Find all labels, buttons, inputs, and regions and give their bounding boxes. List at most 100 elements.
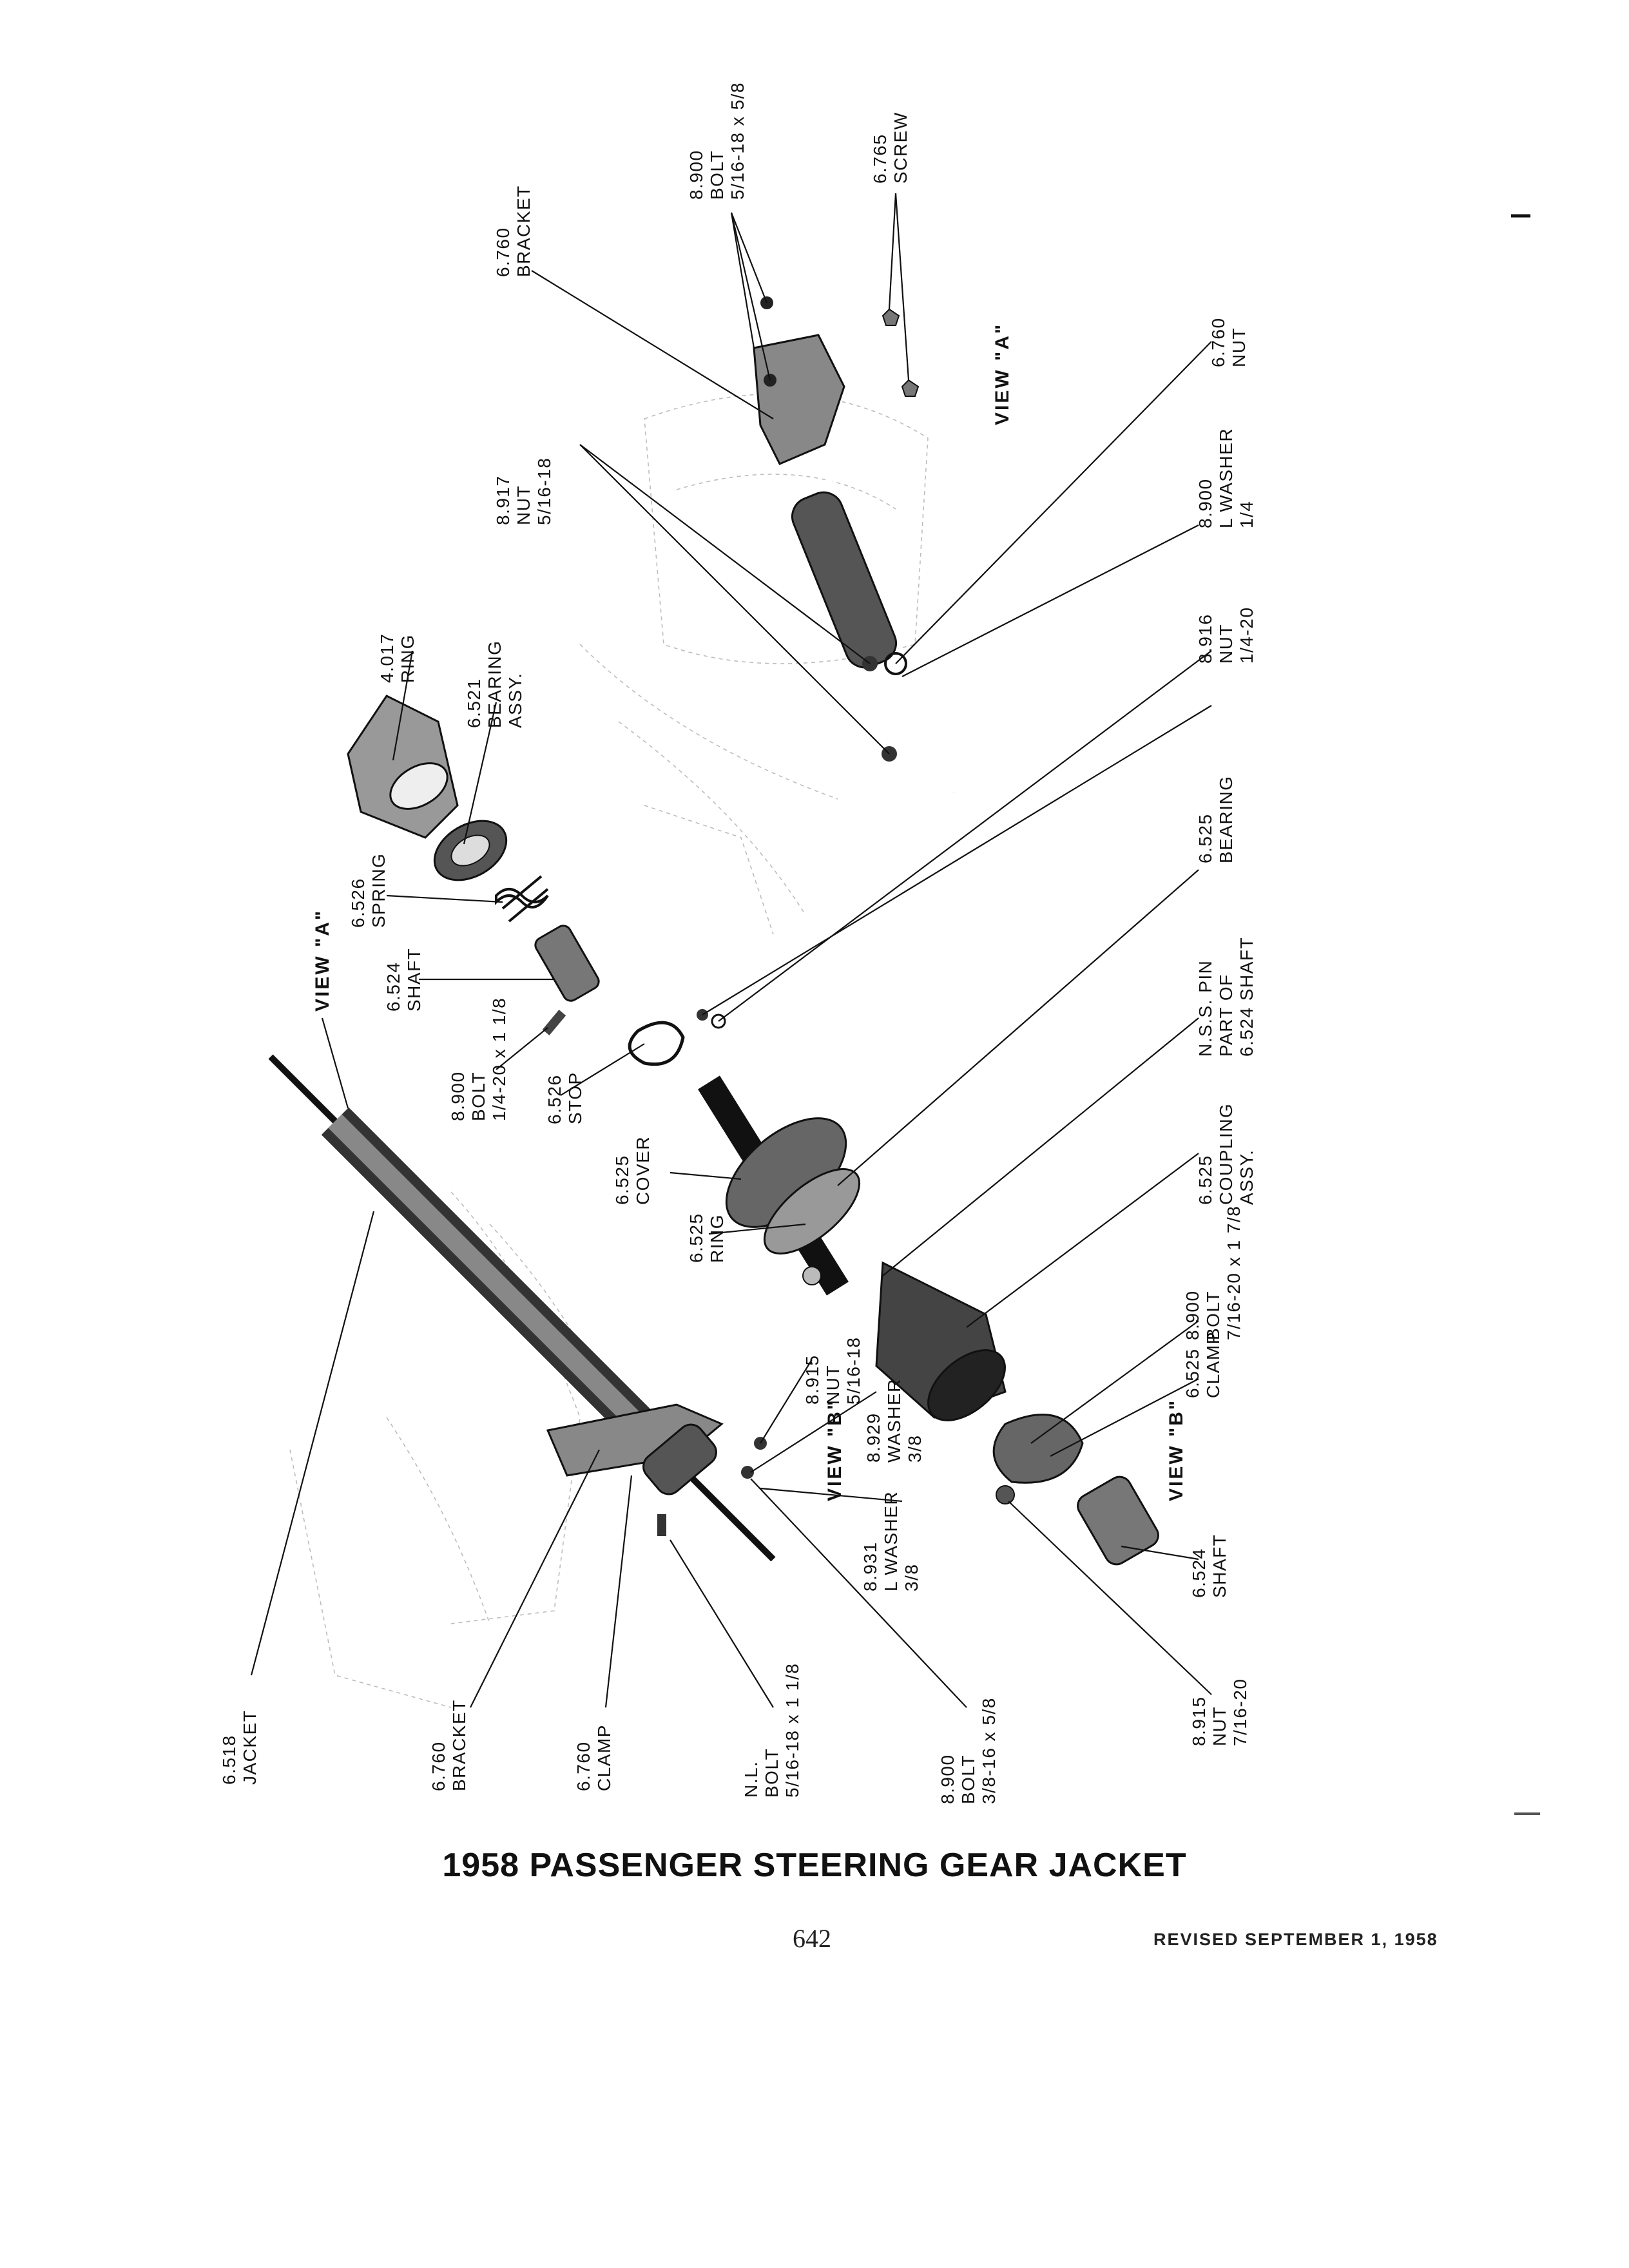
shaft-short-part [534,925,600,1002]
8929-washer-label: 8.929 WASHER 3/8 [863,1378,925,1463]
6521-bearing-label: 6.521 BEARING ASSY. [464,640,525,728]
svg-text:PART OF: PART OF [1216,974,1236,1057]
svg-text:CLAMP: CLAMP [1203,1331,1223,1398]
svg-text:6.525: 6.525 [686,1213,706,1263]
8900-bolt-top-label: 8.900 BOLT 1/4-20 x 1 1/8 [448,997,509,1121]
svg-text:6.526: 6.526 [545,1074,564,1124]
6525-bearing-label: 6.525 BEARING [1195,775,1236,863]
svg-text:BOLT: BOLT [958,1754,978,1804]
8931-lwasher-label: 8.931 L WASHER 3/8 [860,1491,921,1591]
6525-cover-label: 6.525 COVER [612,1136,653,1205]
lower-assembly [268,1054,776,1562]
svg-text:6.760: 6.760 [574,1741,593,1791]
a-8900-lwasher-label: 8.900 L WASHER 1/4 [1195,428,1257,528]
page-title: 1958 PASSENGER STEERING GEAR JACKET [442,1847,1187,1884]
svg-text:BEARING: BEARING [1216,775,1236,863]
coupling-parts [698,1075,1159,1566]
6526-spring-label: 6.526 SPRING [348,853,389,928]
svg-text:BOLT: BOLT [468,1072,488,1121]
svg-text:BEARING: BEARING [485,640,505,728]
svg-text:8.931: 8.931 [860,1541,880,1591]
revised-date: REVISED SEPTEMBER 1, 1958 [1153,1930,1438,1949]
svg-text:SHAFT: SHAFT [404,948,424,1012]
svg-text:COVER: COVER [633,1136,653,1205]
svg-text:NUT: NUT [514,485,534,525]
6525-coupling-label: 6.525 COUPLING ASSY. [1195,1103,1257,1205]
jacket-tube-upper [791,491,897,669]
svg-text:3/8-16 x 5/8: 3/8-16 x 5/8 [979,1697,999,1804]
a-6765-screw-label: 6.765 SCREW [870,111,911,184]
svg-text:6.526: 6.526 [348,878,368,928]
svg-text:8.900: 8.900 [448,1071,468,1121]
svg-text:SPRING: SPRING [369,853,389,928]
8900-bolt-716-label: 8.900 BOLT 7/16-20 x 1 7/8 [1182,1206,1244,1340]
6525-clamp-label: 6.525 CLAMP [1182,1331,1223,1398]
svg-text:RING: RING [707,1214,727,1263]
a-6760-bracket-label: 6.760 BRACKET [493,185,534,277]
svg-text:6.525: 6.525 [1195,813,1215,863]
8900-bolt-38-label: 8.900 BOLT 3/8-16 x 5/8 [938,1697,999,1804]
svg-text:NUT: NUT [1229,327,1249,367]
svg-text:8.915: 8.915 [802,1354,822,1405]
svg-text:BOLT: BOLT [1203,1291,1223,1340]
ghost-outlines [289,393,929,1708]
svg-text:8.900: 8.900 [686,149,706,200]
svg-text:8.917: 8.917 [493,475,513,525]
svg-text:6.524 SHAFT: 6.524 SHAFT [1237,937,1257,1057]
svg-text:BRACKET: BRACKET [449,1699,469,1791]
shaft-b-part [1077,1475,1159,1566]
8915-nut-516-label: 8.915 NUT 5/16-18 [802,1337,863,1405]
svg-text:5/16-18: 5/16-18 [843,1337,863,1405]
svg-text:6.524: 6.524 [1189,1548,1209,1598]
svg-text:JACKET: JACKET [240,1710,260,1785]
svg-text:7/16-20 x 1 7/8: 7/16-20 x 1 7/8 [1224,1206,1244,1340]
svg-text:6.525: 6.525 [1182,1348,1202,1398]
6518-jacket-label: 6.518 JACKET [219,1710,260,1785]
svg-text:6.525: 6.525 [1195,1155,1215,1205]
6525-ring-label: 6.525 RING [686,1213,727,1263]
view-b-label-left: VIEW "B" [824,1399,845,1501]
svg-text:L WASHER: L WASHER [1216,428,1236,528]
svg-text:6.524: 6.524 [383,961,403,1012]
svg-text:8.916: 8.916 [1195,613,1215,664]
a-6760-nut-label: 6.760 NUT [1208,317,1249,367]
svg-text:L WASHER: L WASHER [881,1491,901,1591]
svg-text:6.760: 6.760 [493,227,513,277]
a-8917-nut-label: 8.917 NUT 5/16-18 [493,457,554,525]
svg-text:N.L.: N.L. [741,1761,761,1798]
svg-text:BOLT: BOLT [707,150,727,200]
middle-parts [347,695,726,1066]
a-8900-bolt-label: 8.900 BOLT 5/16-18 x 5/8 [686,82,747,200]
svg-text:STOP: STOP [565,1072,585,1124]
page-number: 642 [793,1924,831,1953]
6760-clamp-low-label: 6.760 CLAMP [574,1724,614,1791]
svg-text:5/16-18 x 5/8: 5/16-18 x 5/8 [728,82,747,200]
nss-pin-label: N.S.S. PIN PART OF 6.524 SHAFT [1195,937,1257,1057]
svg-text:COUPLING: COUPLING [1216,1103,1236,1205]
svg-text:8.929: 8.929 [863,1412,883,1463]
svg-text:ASSY.: ASSY. [1237,1149,1257,1205]
svg-text:1/4-20: 1/4-20 [1237,607,1257,664]
svg-text:WASHER: WASHER [884,1378,904,1463]
svg-text:CLAMP: CLAMP [594,1724,614,1791]
svg-text:8.900: 8.900 [1195,478,1215,528]
svg-text:NUT: NUT [823,1365,843,1405]
svg-text:5/16-18 x 1 1/8: 5/16-18 x 1 1/8 [782,1663,802,1798]
svg-text:1/4: 1/4 [1237,501,1257,528]
svg-text:5/16-18: 5/16-18 [534,457,554,525]
6760-bracket-low-label: 6.760 BRACKET [429,1699,469,1791]
svg-text:BOLT: BOLT [762,1748,782,1798]
svg-text:6.760: 6.760 [429,1741,448,1791]
6524-shaft-b-label: 6.524 SHAFT [1189,1534,1229,1598]
svg-text:6.525: 6.525 [612,1155,632,1205]
nl-bolt-label: N.L. BOLT 5/16-18 x 1 1/8 [741,1663,802,1798]
svg-text:3/8: 3/8 [901,1564,921,1591]
svg-text:1/4-20 x 1 1/8: 1/4-20 x 1 1/8 [489,997,509,1121]
svg-text:6.521: 6.521 [464,678,484,728]
svg-text:8.915: 8.915 [1189,1696,1209,1746]
svg-text:SCREW: SCREW [891,111,911,184]
svg-text:N.S.S. PIN: N.S.S. PIN [1195,960,1215,1057]
svg-text:BRACKET: BRACKET [514,185,534,277]
8915-nut-716-label: 8.915 NUT 7/16-20 [1189,1678,1250,1746]
